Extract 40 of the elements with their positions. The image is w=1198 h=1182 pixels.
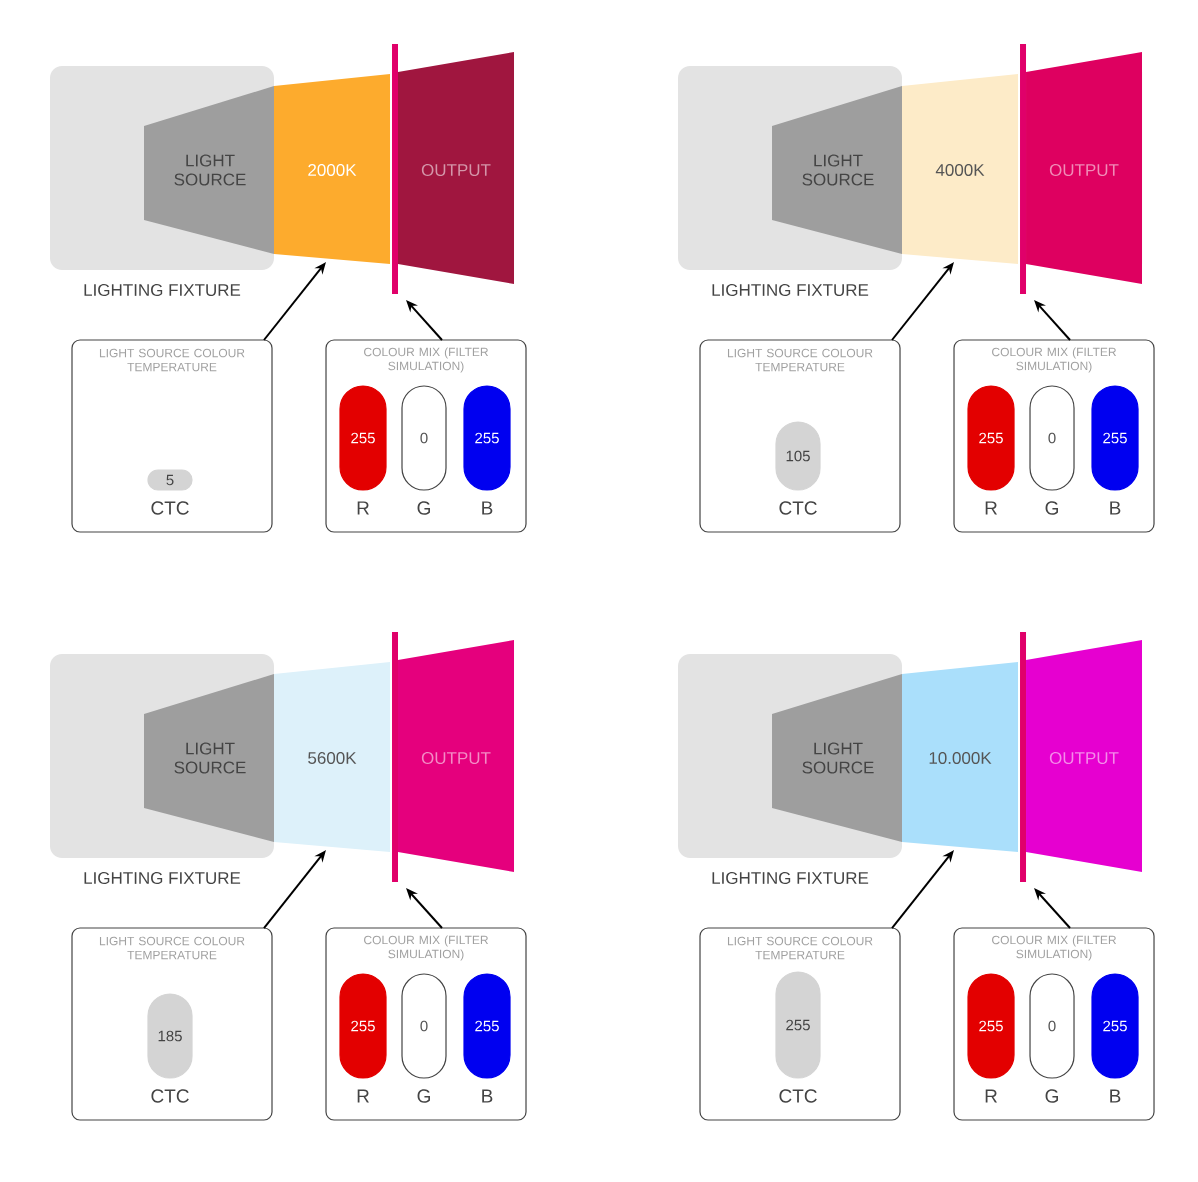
- node-label: LIGHTING FIXTURE: [712, 872, 869, 885]
- channel-label: R: [985, 501, 997, 515]
- arrow: [406, 888, 443, 929]
- divider-line: [392, 44, 398, 294]
- output-trapezoid: OUTPUT: [1026, 52, 1142, 284]
- light-beam-trapezoid: 5600K: [274, 662, 390, 852]
- light-beam-trapezoid: 2000K: [274, 74, 390, 264]
- node-label: LIGHTING FIXTURE: [712, 284, 869, 297]
- light-source-trapezoid: LIGHT SOURCE: [144, 86, 274, 254]
- output-trapezoid: OUTPUT: [398, 640, 514, 872]
- channel-label: G: [1045, 501, 1058, 515]
- channel-label: CTC: [779, 501, 817, 515]
- channel-label: R: [357, 1089, 369, 1103]
- light-source-trapezoid: LIGHT SOURCE: [772, 674, 902, 842]
- channel-label: CTC: [151, 501, 189, 515]
- light-source-trapezoid: LIGHT SOURCE: [144, 674, 274, 842]
- channel-label: B: [482, 501, 493, 515]
- channel-label: CTC: [151, 1089, 189, 1103]
- light-beam-trapezoid: 4000K: [902, 74, 1018, 264]
- divider-line: [1020, 632, 1026, 882]
- channel-label: R: [357, 501, 369, 515]
- channel-label: B: [1110, 1089, 1121, 1103]
- divider-line: [1020, 44, 1026, 294]
- channel-label: B: [1110, 501, 1121, 515]
- channel-label: G: [1045, 1089, 1058, 1103]
- divider-line: [392, 632, 398, 882]
- output-trapezoid: OUTPUT: [398, 52, 514, 284]
- channel-label: R: [985, 1089, 997, 1103]
- channel-label: G: [417, 501, 430, 515]
- light-beam-trapezoid: 10.000K: [902, 662, 1018, 852]
- arrow: [1034, 888, 1071, 929]
- node-label: LIGHTING FIXTURE: [84, 284, 241, 297]
- channel-label: CTC: [779, 1089, 817, 1103]
- light-source-trapezoid: LIGHT SOURCE: [772, 86, 902, 254]
- channel-label: B: [482, 1089, 493, 1103]
- channel-label: G: [417, 1089, 430, 1103]
- output-trapezoid: OUTPUT: [1026, 640, 1142, 872]
- arrow: [406, 300, 443, 341]
- node-label: LIGHTING FIXTURE: [84, 872, 241, 885]
- arrow: [1034, 300, 1071, 341]
